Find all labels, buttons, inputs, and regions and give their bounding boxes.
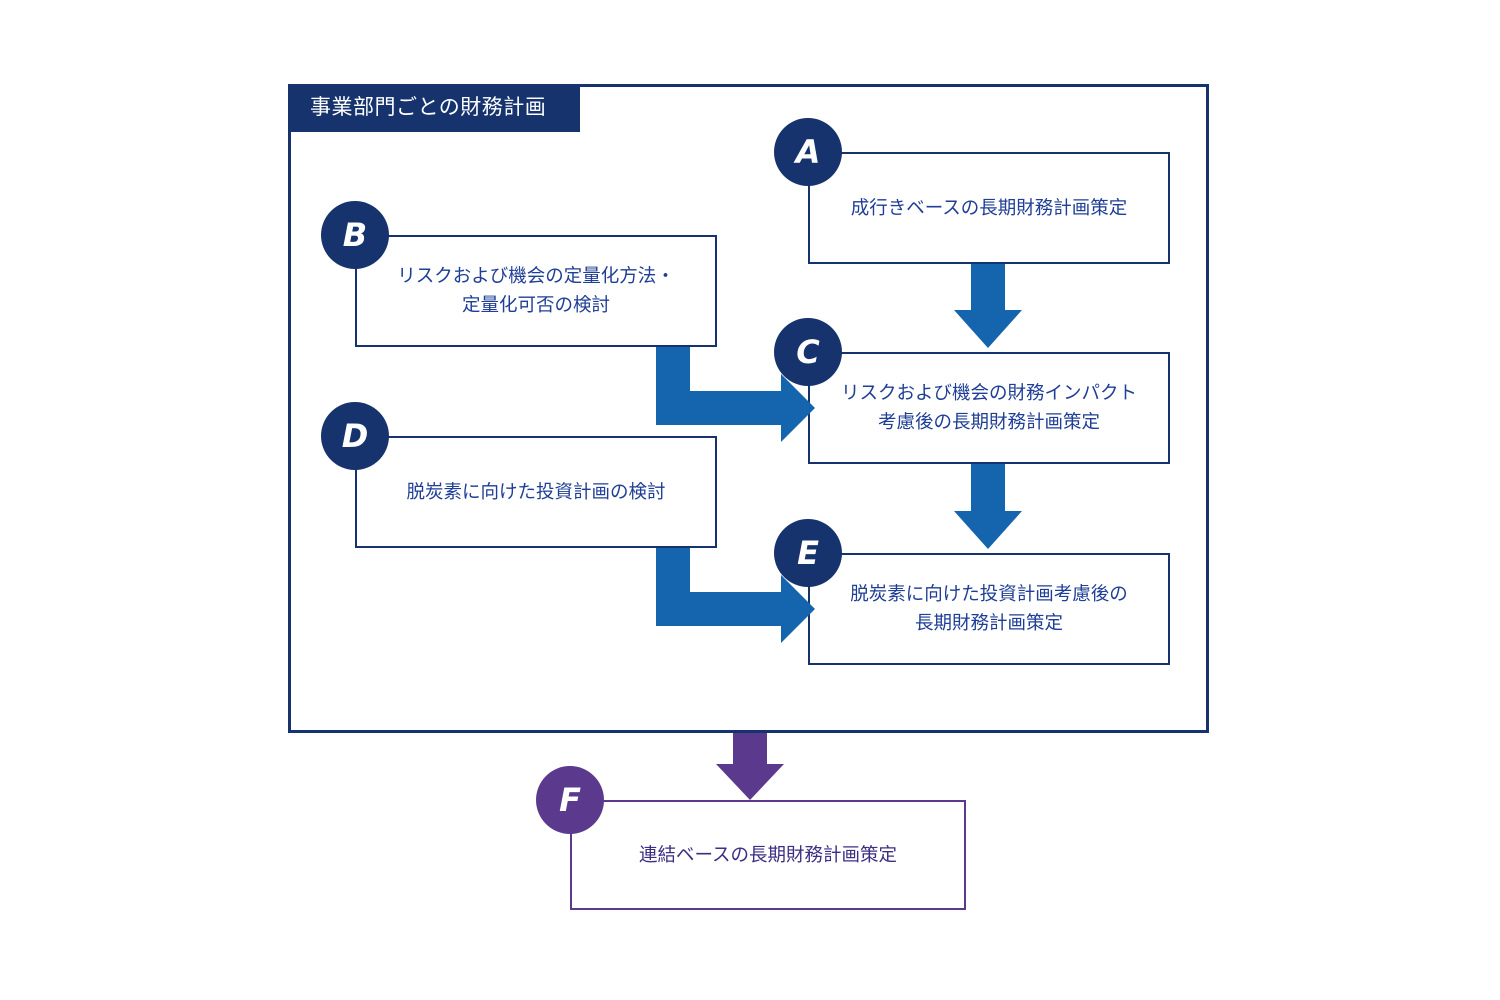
step-label-e: 脱炭素に向けた投資計画考慮後の 長期財務計画策定 [850,583,1128,633]
step-badge-a: A [774,118,842,186]
step-label-c: リスクおよび機会の財務インパクト 考慮後の長期財務計画策定 [840,382,1137,432]
step-label-f: 連結ベースの長期財務計画策定 [638,843,898,865]
step-box-b[interactable]: リスクおよび機会の定量化方法・ 定量化可否の検討 [355,235,717,347]
step-box-f[interactable]: 連結ベースの長期財務計画策定 [570,800,966,910]
connector-group-to-f [716,733,784,800]
step-box-d[interactable]: 脱炭素に向けた投資計画の検討 [355,436,717,548]
step-box-e[interactable]: 脱炭素に向けた投資計画考慮後の 長期財務計画策定 [808,553,1170,665]
step-badge-c: C [774,318,842,386]
step-label-a: 成行きベースの長期財務計画策定 [850,196,1128,218]
step-label-b: リスクおよび機会の定量化方法・ 定量化可否の検討 [397,265,675,315]
step-badge-d: D [321,402,389,470]
step-badge-b: B [321,201,389,269]
step-label-d: 脱炭素に向けた投資計画の検討 [406,480,666,502]
group-title-label: 事業部門ごとの財務計画 [288,84,580,132]
step-box-a[interactable]: 成行きベースの長期財務計画策定 [808,152,1170,264]
step-badge-f: F [536,766,604,834]
step-box-c[interactable]: リスクおよび機会の財務インパクト 考慮後の長期財務計画策定 [808,352,1170,464]
step-badge-e: E [774,519,842,587]
